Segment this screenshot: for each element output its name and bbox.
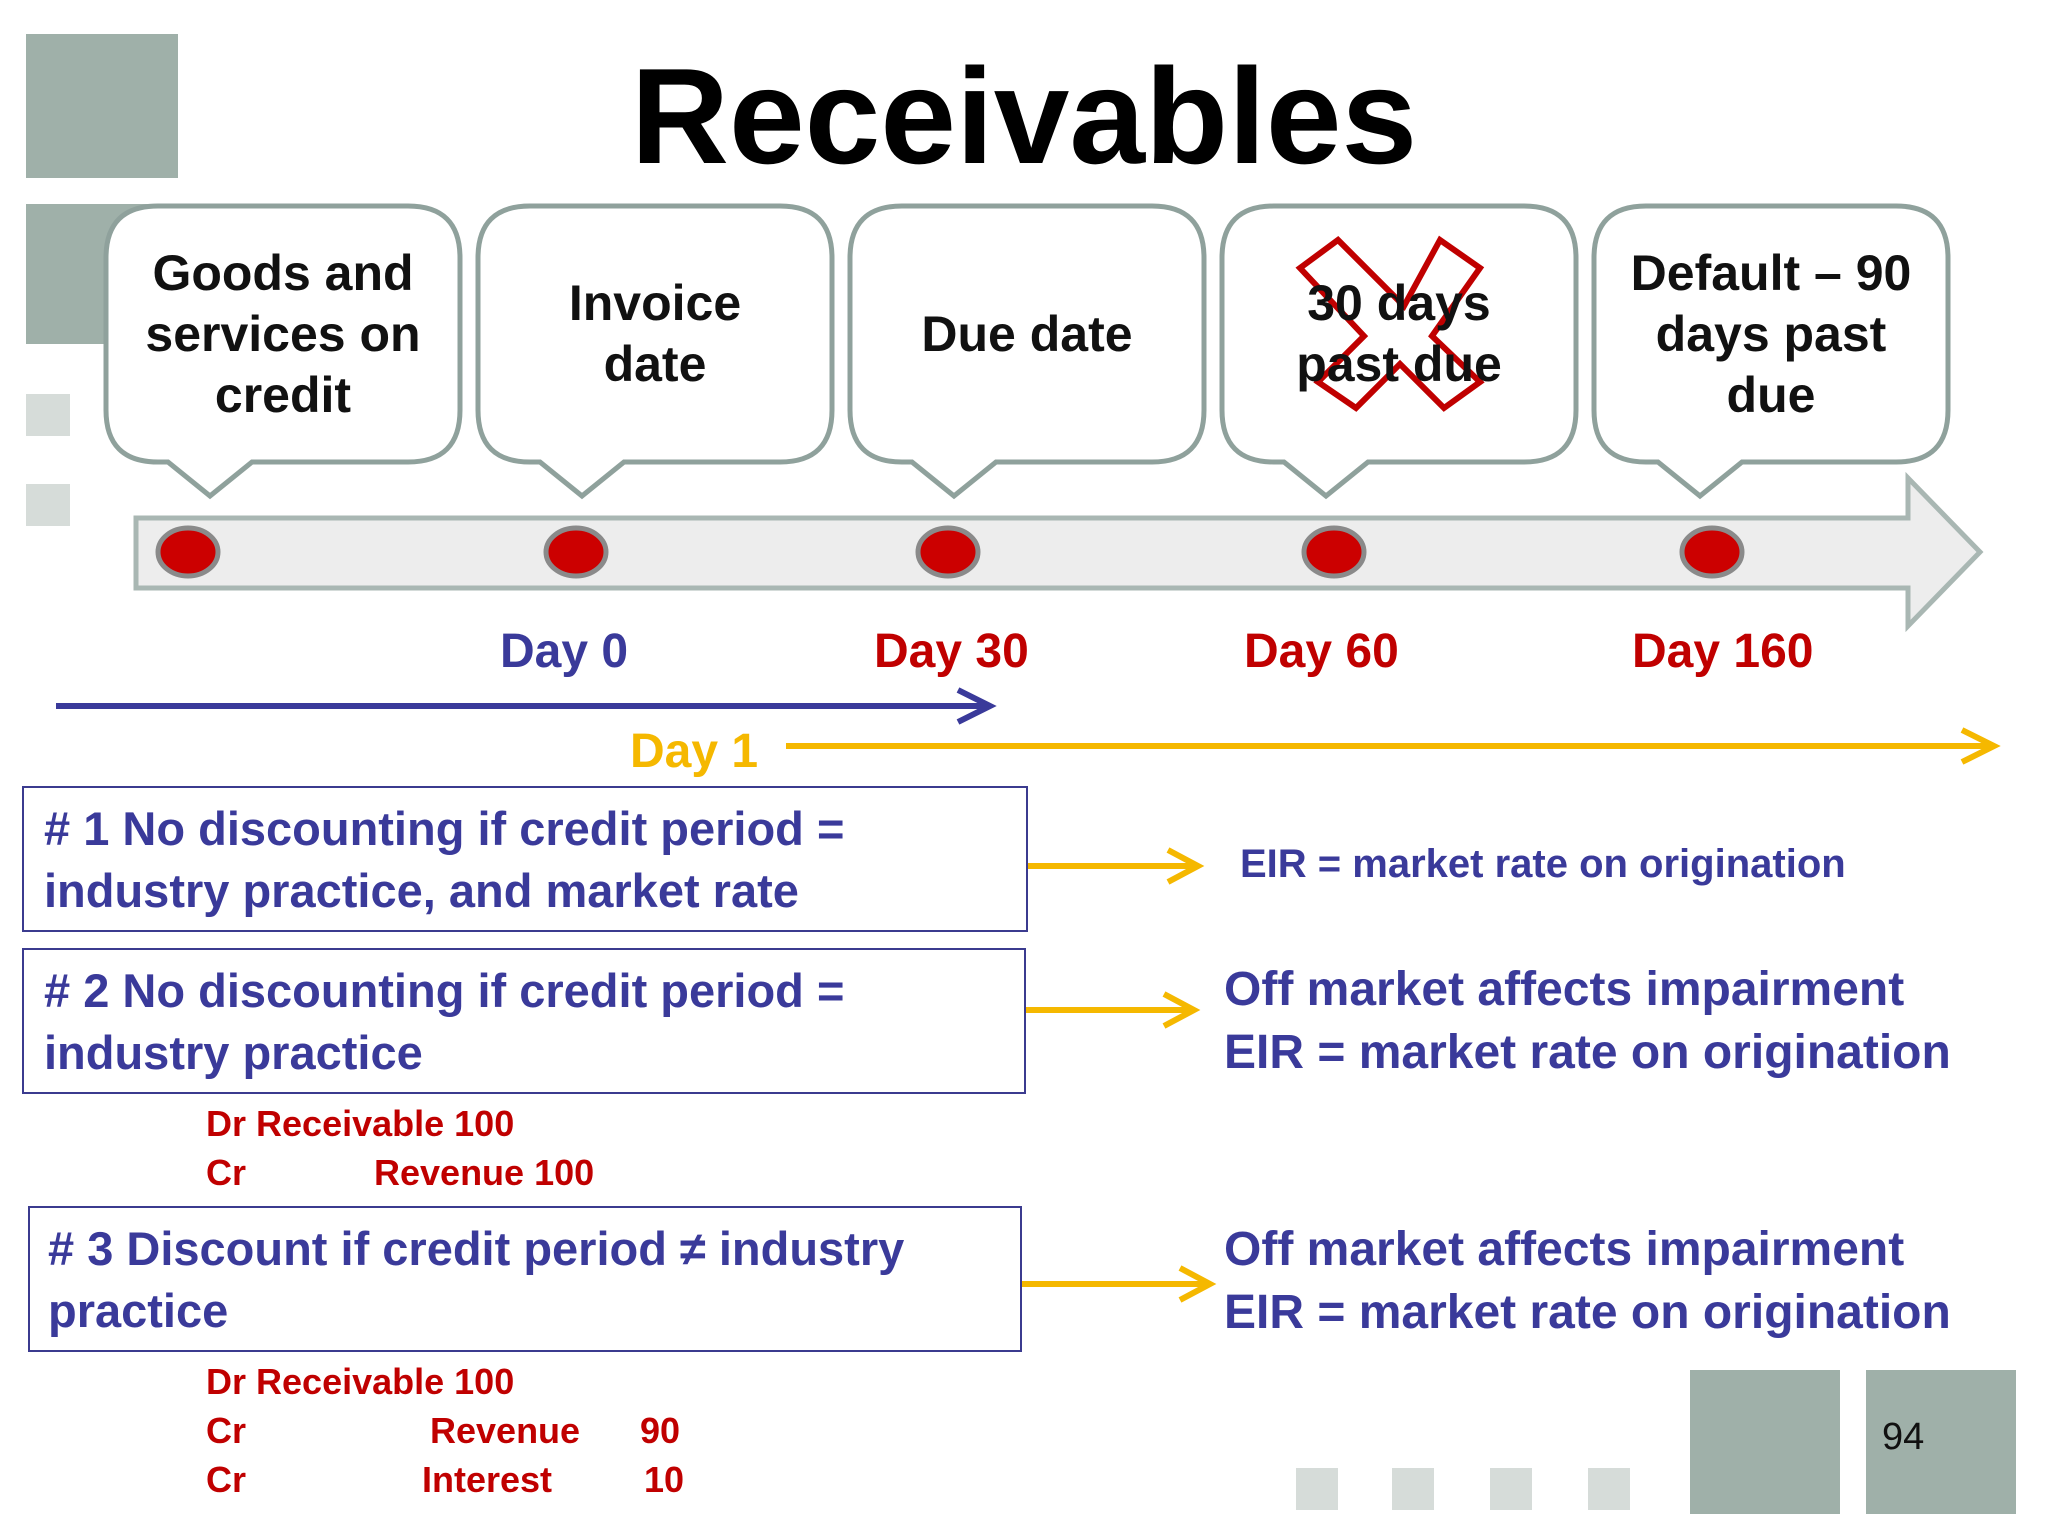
case-1-box <box>22 786 1028 932</box>
speech-bubble <box>475 203 835 500</box>
cross-out-mark <box>1295 235 1485 412</box>
speech-bubble <box>103 203 463 500</box>
case-1-result: EIR = market rate on origination <box>1240 842 1846 886</box>
timeline-dot <box>915 525 981 579</box>
timeline-dot <box>155 525 221 579</box>
speech-bubble <box>847 203 1207 500</box>
decor-square <box>1866 1370 2016 1514</box>
decor-square <box>1690 1370 1840 1514</box>
timeline-dot <box>1301 525 1367 579</box>
case-3-box <box>28 1206 1022 1352</box>
decor-square <box>1490 1468 1532 1510</box>
case-1-text: # 1 No discounting if credit period =ind… <box>44 802 845 918</box>
timeline-arrow <box>133 471 1984 633</box>
decor-square <box>26 484 70 526</box>
slide-title: Receivables <box>630 40 1418 192</box>
day-label-0: Day 0 <box>500 625 629 678</box>
case-2-text: # 2 No discounting if credit period =ind… <box>44 964 845 1080</box>
speech-bubble <box>1591 203 1951 500</box>
decor-square <box>26 394 70 436</box>
decor-square <box>1588 1468 1630 1510</box>
decor-square <box>1392 1468 1434 1510</box>
page-number: 94 <box>1882 1416 1925 1458</box>
decor-square <box>1296 1468 1338 1510</box>
timeline-dot <box>1679 525 1745 579</box>
day-label-30: Day 30 <box>874 625 1029 678</box>
day-label-60: Day 60 <box>1244 625 1399 678</box>
case-2-box <box>22 948 1026 1094</box>
day1-label: Day 1 <box>630 725 759 778</box>
case-3-text: # 3 Discount if credit period ≠ industry… <box>48 1222 905 1338</box>
day-label-160: Day 160 <box>1632 625 1814 678</box>
decor-square <box>26 34 178 178</box>
bubble-due-date: Due date <box>921 305 1133 362</box>
timeline-dot <box>543 525 609 579</box>
